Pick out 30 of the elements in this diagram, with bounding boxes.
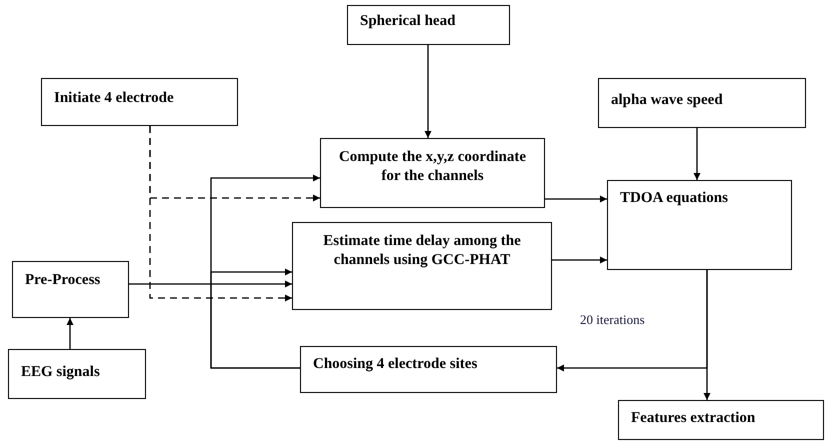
box-label: EEG signals [21, 363, 101, 382]
arrow [129, 280, 292, 288]
box-label: Choosing 4 electrode sites [313, 355, 478, 374]
box-label: alpha wave speed [611, 91, 724, 110]
process-box [618, 400, 824, 440]
process-box [607, 180, 792, 270]
arrow [66, 318, 74, 349]
arrow [545, 196, 607, 202]
process-box [41, 78, 238, 126]
iteration-note: 20 iterations [580, 312, 645, 328]
process-box [300, 346, 557, 393]
box-label: TDOA equations [620, 189, 729, 208]
arrow [149, 126, 292, 302]
box-label: Spherical head [360, 12, 456, 31]
process-box [320, 138, 545, 208]
box-label: Pre-Process [25, 271, 102, 290]
process-box [347, 5, 510, 45]
arrow [694, 128, 700, 180]
arrow [210, 268, 300, 369]
process-box [12, 261, 129, 318]
process-box [292, 222, 552, 310]
process-box [598, 78, 806, 128]
arrow [557, 270, 708, 372]
box-label: Compute the x,y,z coordinate for the channels [338, 148, 528, 186]
box-label: Features extraction [631, 409, 756, 428]
box-label: Estimate time delay among the channels using GCC-PHAT [322, 232, 522, 270]
arrow [552, 256, 607, 264]
box-label: Initiate 4 electrode [54, 89, 175, 108]
process-box [8, 349, 146, 399]
arrow [424, 45, 432, 138]
